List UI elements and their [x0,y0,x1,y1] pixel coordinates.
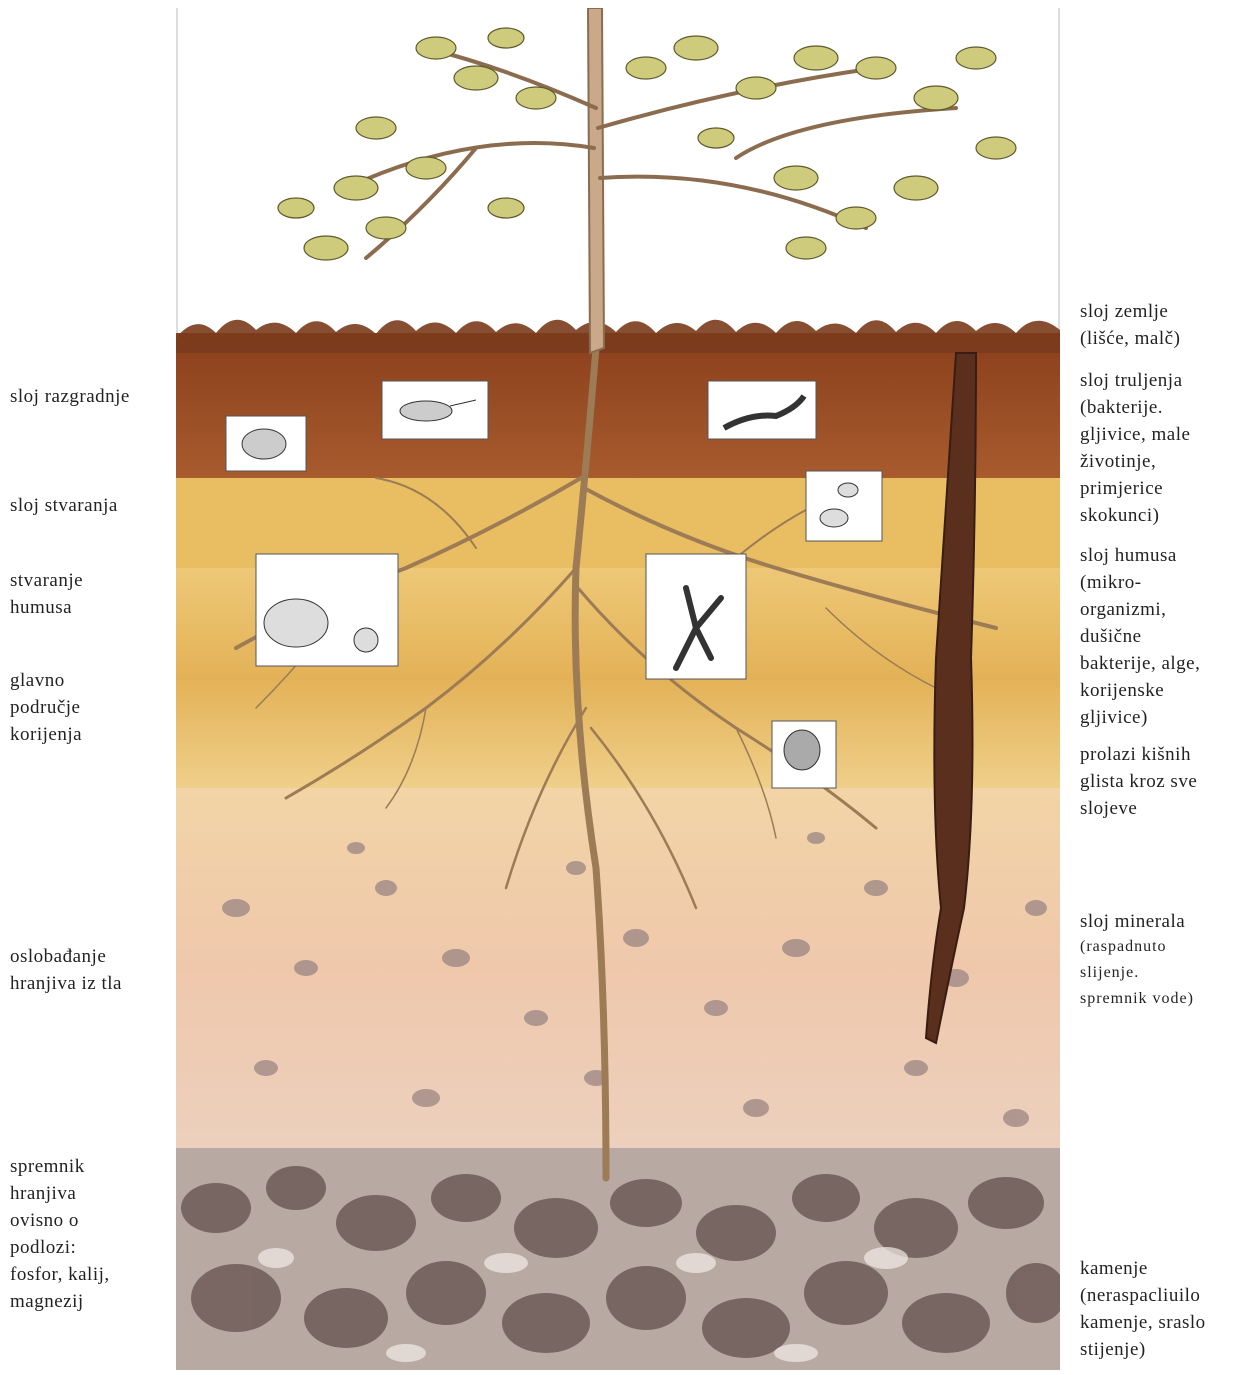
label-sloj-razgradnje: sloj razgradnje [10,383,130,410]
label-oslobadanje-hranjiva: oslobađanje hranjiva iz tla [10,943,122,997]
tree-trunk [588,8,604,353]
inset-protozoa [806,471,882,541]
label-stvaranje-humusa: stvaranje humusa [10,567,83,621]
inset-centipede [708,381,816,439]
label-sloj-stvaranja: sloj stvaranja [10,492,118,519]
soil-profile-illustration [176,8,1060,1370]
layer-decomposition [176,333,1060,478]
label-kamenje: kamenje (neraspacliuilo kamenje, sraslo … [1080,1255,1206,1363]
label-sloj-humusa: sloj humusa (mikro- organizmi, dušične b… [1080,542,1200,731]
label-sloj-minerala: sloj minerala [1080,908,1185,935]
label-glavno-podrucje-korijenja: glavno područje korijenja [10,667,82,748]
label-sloj-minerala-detail: (raspadnuto slijenje. spremnik vode) [1080,934,1194,1012]
label-prolazi-glista: prolazi kišnih glista kroz sve slojeve [1080,741,1197,822]
inset-springtail [382,381,488,439]
inset-actinomycete [646,554,746,679]
label-sloj-zemlje: sloj zemlje (lišće, malč) [1080,298,1180,352]
soil-profile-svg [176,8,1060,1370]
inset-bacteria-colony [772,721,836,788]
label-spremnik-hranjiva: spremnik hranjiva ovisno o podlozi: fosf… [10,1153,110,1315]
inset-fungus [256,554,398,666]
sky-area [176,8,1060,328]
inset-mite [226,416,306,471]
label-sloj-truljenja: sloj truljenja (bakterije. gljivice, mal… [1080,367,1190,529]
